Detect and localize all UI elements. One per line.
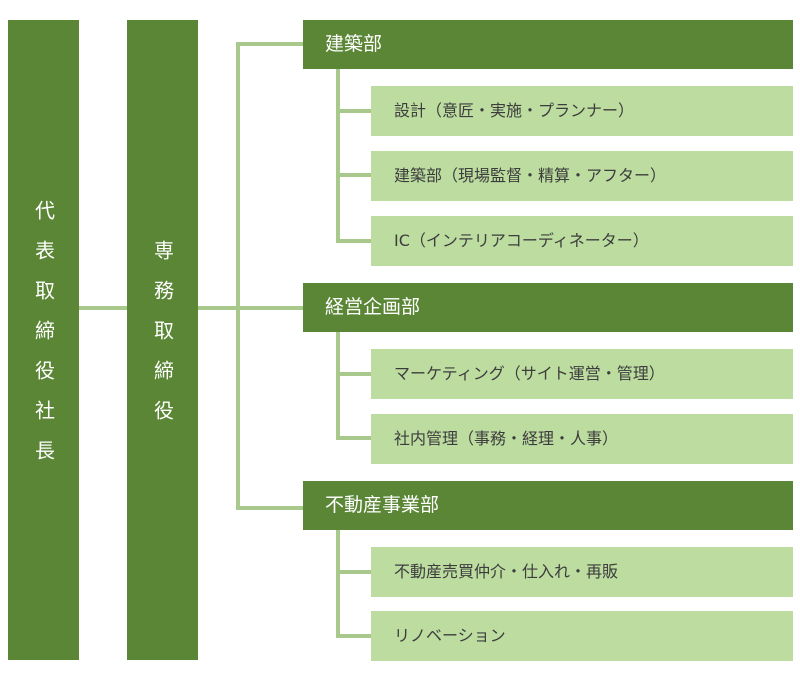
- managing-director-box: 専務取締役: [127, 20, 198, 660]
- sub-unit-design: 設計（意匠・実施・プランナー）: [371, 86, 793, 136]
- connector-sub-2-0: [336, 570, 371, 574]
- connector-sub-1-0: [336, 372, 371, 376]
- managing-director-label: 専務取締役: [150, 240, 175, 440]
- connector-dept-1-spine: [336, 332, 340, 440]
- connector-to-dept-0: [236, 42, 303, 46]
- connector-dept-2-spine: [336, 530, 340, 638]
- department-planning: 経営企画部: [303, 283, 793, 332]
- department-kenchiku: 建築部: [303, 20, 793, 69]
- connector-to-dept-2: [236, 506, 303, 510]
- sub-unit-construction: 建築部（現場監督・精算・アフター）: [371, 151, 793, 201]
- sub-unit-interior: IC（インテリアコーディネーター）: [371, 216, 793, 266]
- connector-md-spine: [198, 306, 238, 310]
- sub-unit-brokerage: 不動産売買仲介・仕入れ・再販: [371, 547, 793, 597]
- connector-sub-2-1: [336, 634, 371, 638]
- connector-dept-0-spine: [336, 69, 340, 243]
- sub-unit-marketing: マーケティング（サイト運営・管理）: [371, 349, 793, 399]
- sub-unit-admin: 社内管理（事務・経理・人事）: [371, 414, 793, 464]
- connector-ceo-md: [79, 306, 127, 310]
- connector-sub-0-1: [336, 173, 371, 177]
- connector-sub-1-1: [336, 436, 371, 440]
- sub-unit-renovation: リノベーション: [371, 611, 793, 661]
- department-real-estate: 不動産事業部: [303, 481, 793, 530]
- connector-sub-0-0: [336, 109, 371, 113]
- ceo-label: 代表取締役社長: [31, 200, 56, 480]
- connector-to-dept-1: [236, 306, 303, 310]
- connector-main-spine: [236, 42, 240, 510]
- connector-sub-0-2: [336, 239, 371, 243]
- ceo-box: 代表取締役社長: [8, 20, 79, 660]
